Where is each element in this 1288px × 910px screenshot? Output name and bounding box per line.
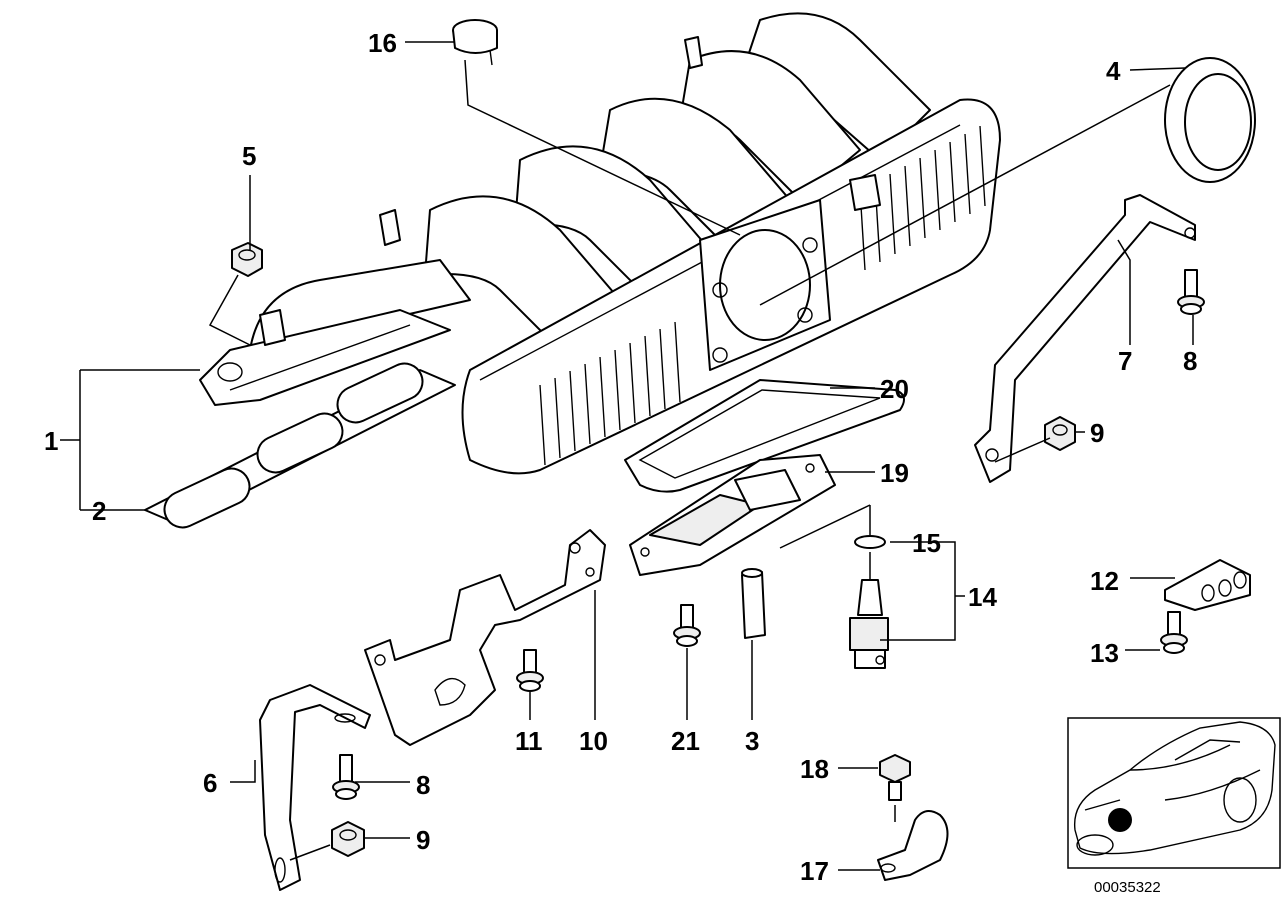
intake-manifold — [199, 12, 1001, 475]
label-20: 20 — [880, 374, 909, 404]
label-21: 21 — [671, 726, 700, 756]
label-18: 18 — [800, 754, 829, 784]
label-9-left: 9 — [416, 825, 430, 855]
gasket-part-20 — [624, 379, 905, 493]
nut-part-9-left — [331, 821, 365, 857]
label-7: 7 — [1118, 346, 1132, 376]
bolt-part-8-right — [1177, 269, 1205, 315]
bolt-part-13 — [1160, 611, 1188, 654]
sensor-part-14 — [849, 579, 889, 669]
label-13: 13 — [1090, 638, 1119, 668]
label-19: 19 — [880, 458, 909, 488]
ring-part-4 — [1164, 57, 1256, 183]
label-17: 17 — [800, 856, 829, 886]
label-8-right: 8 — [1183, 346, 1197, 376]
label-2: 2 — [92, 496, 106, 526]
reference-number: 00035322 — [1094, 879, 1161, 896]
cap-part-16 — [452, 19, 498, 66]
part-labels: 1 2 5 16 4 7 8 9 20 19 15 14 12 13 10 11… — [44, 28, 1197, 886]
nut-part-9-right — [1044, 416, 1076, 451]
label-12: 12 — [1090, 566, 1119, 596]
leader-lines — [60, 41, 1194, 871]
label-14: 14 — [968, 582, 997, 612]
manifold-gasket — [144, 362, 456, 529]
label-1: 1 — [44, 426, 58, 456]
label-3: 3 — [745, 726, 759, 756]
label-15: 15 — [912, 528, 941, 558]
label-9-right: 9 — [1090, 418, 1104, 448]
clip-part-12 — [1164, 559, 1251, 611]
valve-part-19 — [629, 454, 836, 576]
label-16: 16 — [368, 28, 397, 58]
nut-part-5 — [231, 242, 263, 277]
bolt-part-11 — [516, 649, 544, 692]
label-8-left: 8 — [416, 770, 430, 800]
bracket-part-7 — [974, 194, 1196, 483]
label-11: 11 — [515, 726, 543, 756]
o-ring-part-15 — [854, 535, 886, 549]
label-4: 4 — [1106, 56, 1121, 86]
bolt-part-18 — [879, 754, 911, 801]
label-5: 5 — [242, 141, 256, 171]
label-10: 10 — [579, 726, 608, 756]
bracket-part-6 — [259, 684, 371, 891]
car-outline — [1073, 721, 1276, 856]
bracket-part-10 — [364, 529, 606, 746]
clamp-part-17 — [877, 810, 949, 881]
bolt-part-21 — [673, 604, 701, 647]
sleeve-part-3 — [741, 568, 766, 639]
location-marker — [1108, 808, 1132, 832]
car-location-inset: 00035322 — [1067, 717, 1281, 896]
label-6: 6 — [203, 768, 217, 798]
bolt-part-8-left — [332, 754, 360, 800]
